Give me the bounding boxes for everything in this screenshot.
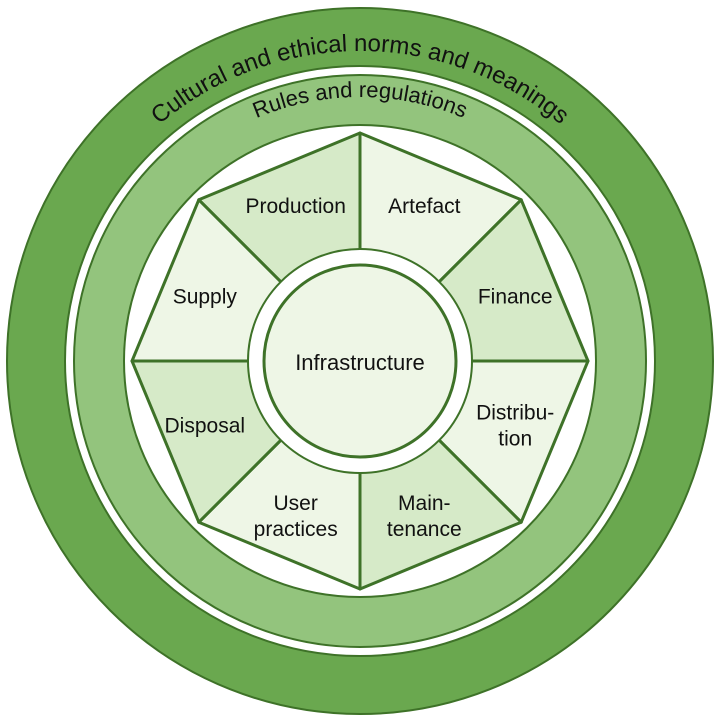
segment-label-line: Artefact (388, 195, 461, 218)
segment-label-distribution: Distribu-tion (476, 401, 554, 450)
segment-label-finance: Finance (478, 286, 553, 309)
segment-label-production: Production (245, 195, 345, 218)
segment-label-user-practices: User practices (254, 492, 338, 541)
center-circle (262, 263, 458, 459)
segment-label-disposal: Disposal (165, 414, 246, 437)
segment-label-line: practices (254, 518, 338, 541)
segment-label-line: Disposal (165, 414, 246, 437)
segment-label-line: tenance (387, 518, 462, 541)
segment-labels: Production ArtefactFinanceDistribu-tionMa… (165, 195, 555, 541)
segment-label-line: Distribu- (476, 401, 554, 424)
segment-label-line: tion (498, 427, 532, 450)
segment-label-artefact: Artefact (388, 195, 461, 218)
segment-label-supply: Supply (173, 286, 238, 309)
center-label: Infrastructure (295, 350, 425, 375)
segment-label-line: Production (245, 195, 345, 218)
segment-label-line: Main- (398, 492, 451, 515)
segment-label-line: Finance (478, 286, 553, 309)
segment-label-line: Supply (173, 286, 238, 309)
segment-label-line: User (274, 492, 318, 515)
segment-label-maintenance: Main-tenance (387, 492, 462, 541)
